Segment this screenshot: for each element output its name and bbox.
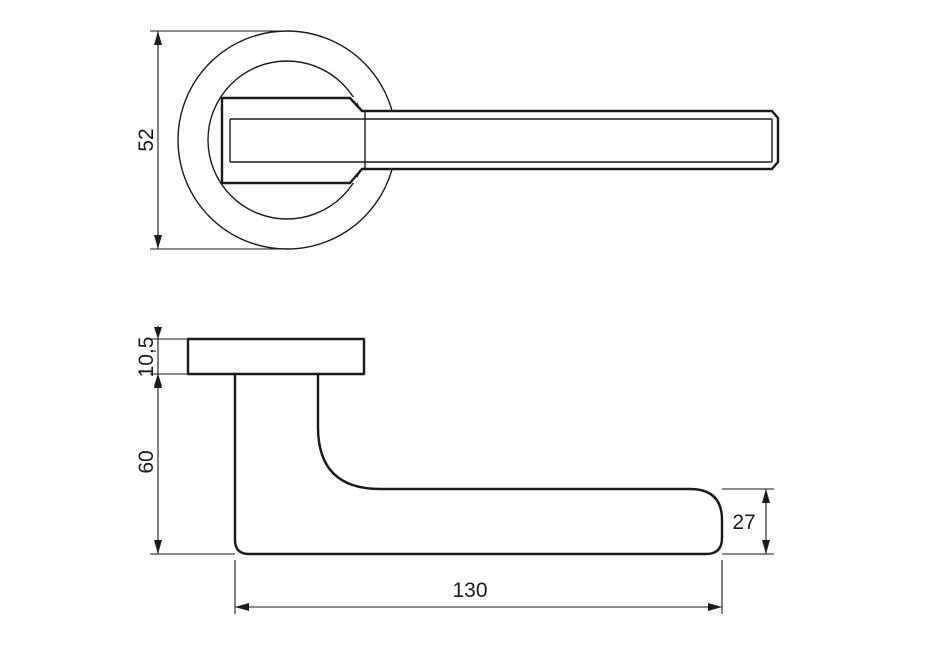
- rose-thickness-label: 10,5: [135, 337, 158, 378]
- top-view: [177, 30, 780, 250]
- grip-thickness-label: 27: [732, 511, 755, 534]
- side-view: [186, 337, 724, 556]
- dimension-handle-length: 130: [234, 560, 723, 614]
- handle-length-label: 130: [452, 579, 487, 602]
- dimension-handle-height: 60: [135, 374, 235, 555]
- rose-plate: [186, 337, 366, 376]
- lever-neck-lines: [221, 97, 366, 184]
- handle-height-label: 60: [135, 450, 158, 473]
- dimension-rose-thickness: 10,5: [135, 326, 235, 386]
- rose-diameter-label: 52: [135, 128, 158, 151]
- lever-side-outline: [233, 374, 724, 556]
- dimension-grip-thickness: 27: [722, 488, 774, 555]
- dimension-rose-diameter: 52: [135, 30, 287, 250]
